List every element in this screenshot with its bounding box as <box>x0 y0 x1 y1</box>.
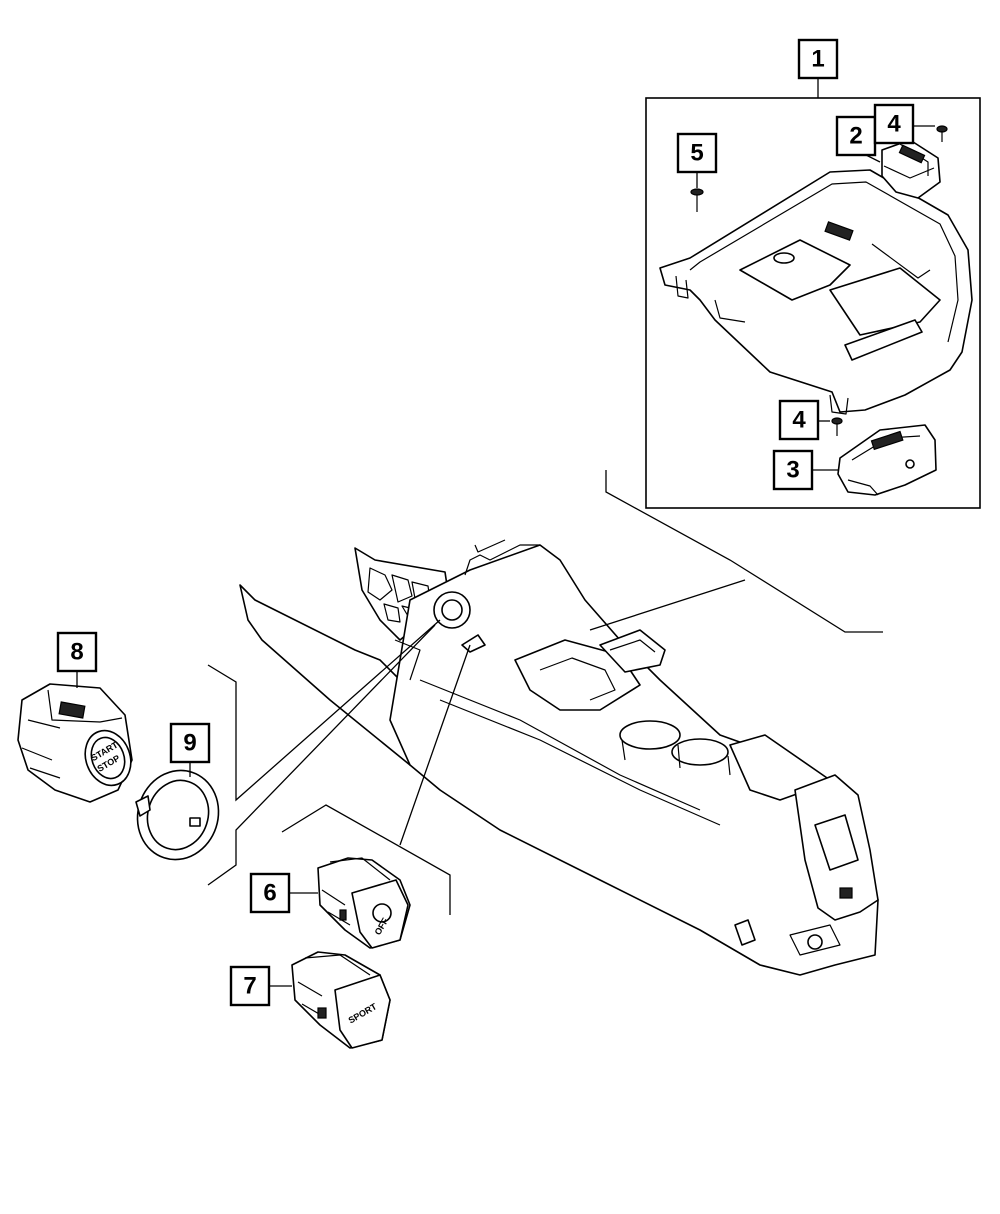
switch-7: SPORT <box>291 951 391 1049</box>
detail-frame <box>645 97 981 509</box>
start-stop-button-8: START STOP <box>17 683 133 803</box>
callout-1-text: 1 <box>811 46 824 73</box>
callout-4-lower-text: 4 <box>792 407 806 434</box>
bezel-ring-9 <box>135 769 220 861</box>
switch-module-2 <box>881 139 941 199</box>
switch-module-3 <box>837 424 937 496</box>
callout-3-text: 3 <box>786 457 799 484</box>
center-console <box>239 539 879 976</box>
leader-start-stop-2 <box>207 624 436 886</box>
callout-6-text: 6 <box>263 880 276 907</box>
leader-switch-6-7-b <box>399 644 471 846</box>
console-bezel <box>659 169 973 415</box>
leader-console-frame-2 <box>589 579 746 631</box>
callout-4-upper-text: 4 <box>887 111 901 138</box>
callout-2-text: 2 <box>849 123 862 150</box>
leader-console-frame-1 <box>605 470 883 633</box>
leader-switch-6-7 <box>281 804 451 915</box>
callout-2: 2 <box>835 115 877 157</box>
switch-6: OFF <box>317 857 411 949</box>
callout-9-text: 9 <box>183 730 196 757</box>
callout-5: 5 <box>676 132 718 174</box>
callout-9: 9 <box>169 722 211 764</box>
callout-4-lower: 4 <box>778 399 820 441</box>
callout-8-text: 8 <box>70 639 83 666</box>
callout-1: 1 <box>797 38 839 80</box>
screw-4-upper <box>936 125 948 142</box>
callout-7: 7 <box>229 965 271 1007</box>
callout-3: 3 <box>772 449 814 491</box>
screw-5 <box>690 188 704 212</box>
callout-6: 6 <box>249 872 291 914</box>
callout-5-text: 5 <box>690 140 703 167</box>
screw-4-lower <box>831 417 843 436</box>
callout-8: 8 <box>56 631 98 673</box>
callout-4-upper: 4 <box>873 103 915 145</box>
leader-start-stop <box>207 619 441 802</box>
callout-7-text: 7 <box>243 973 256 1000</box>
